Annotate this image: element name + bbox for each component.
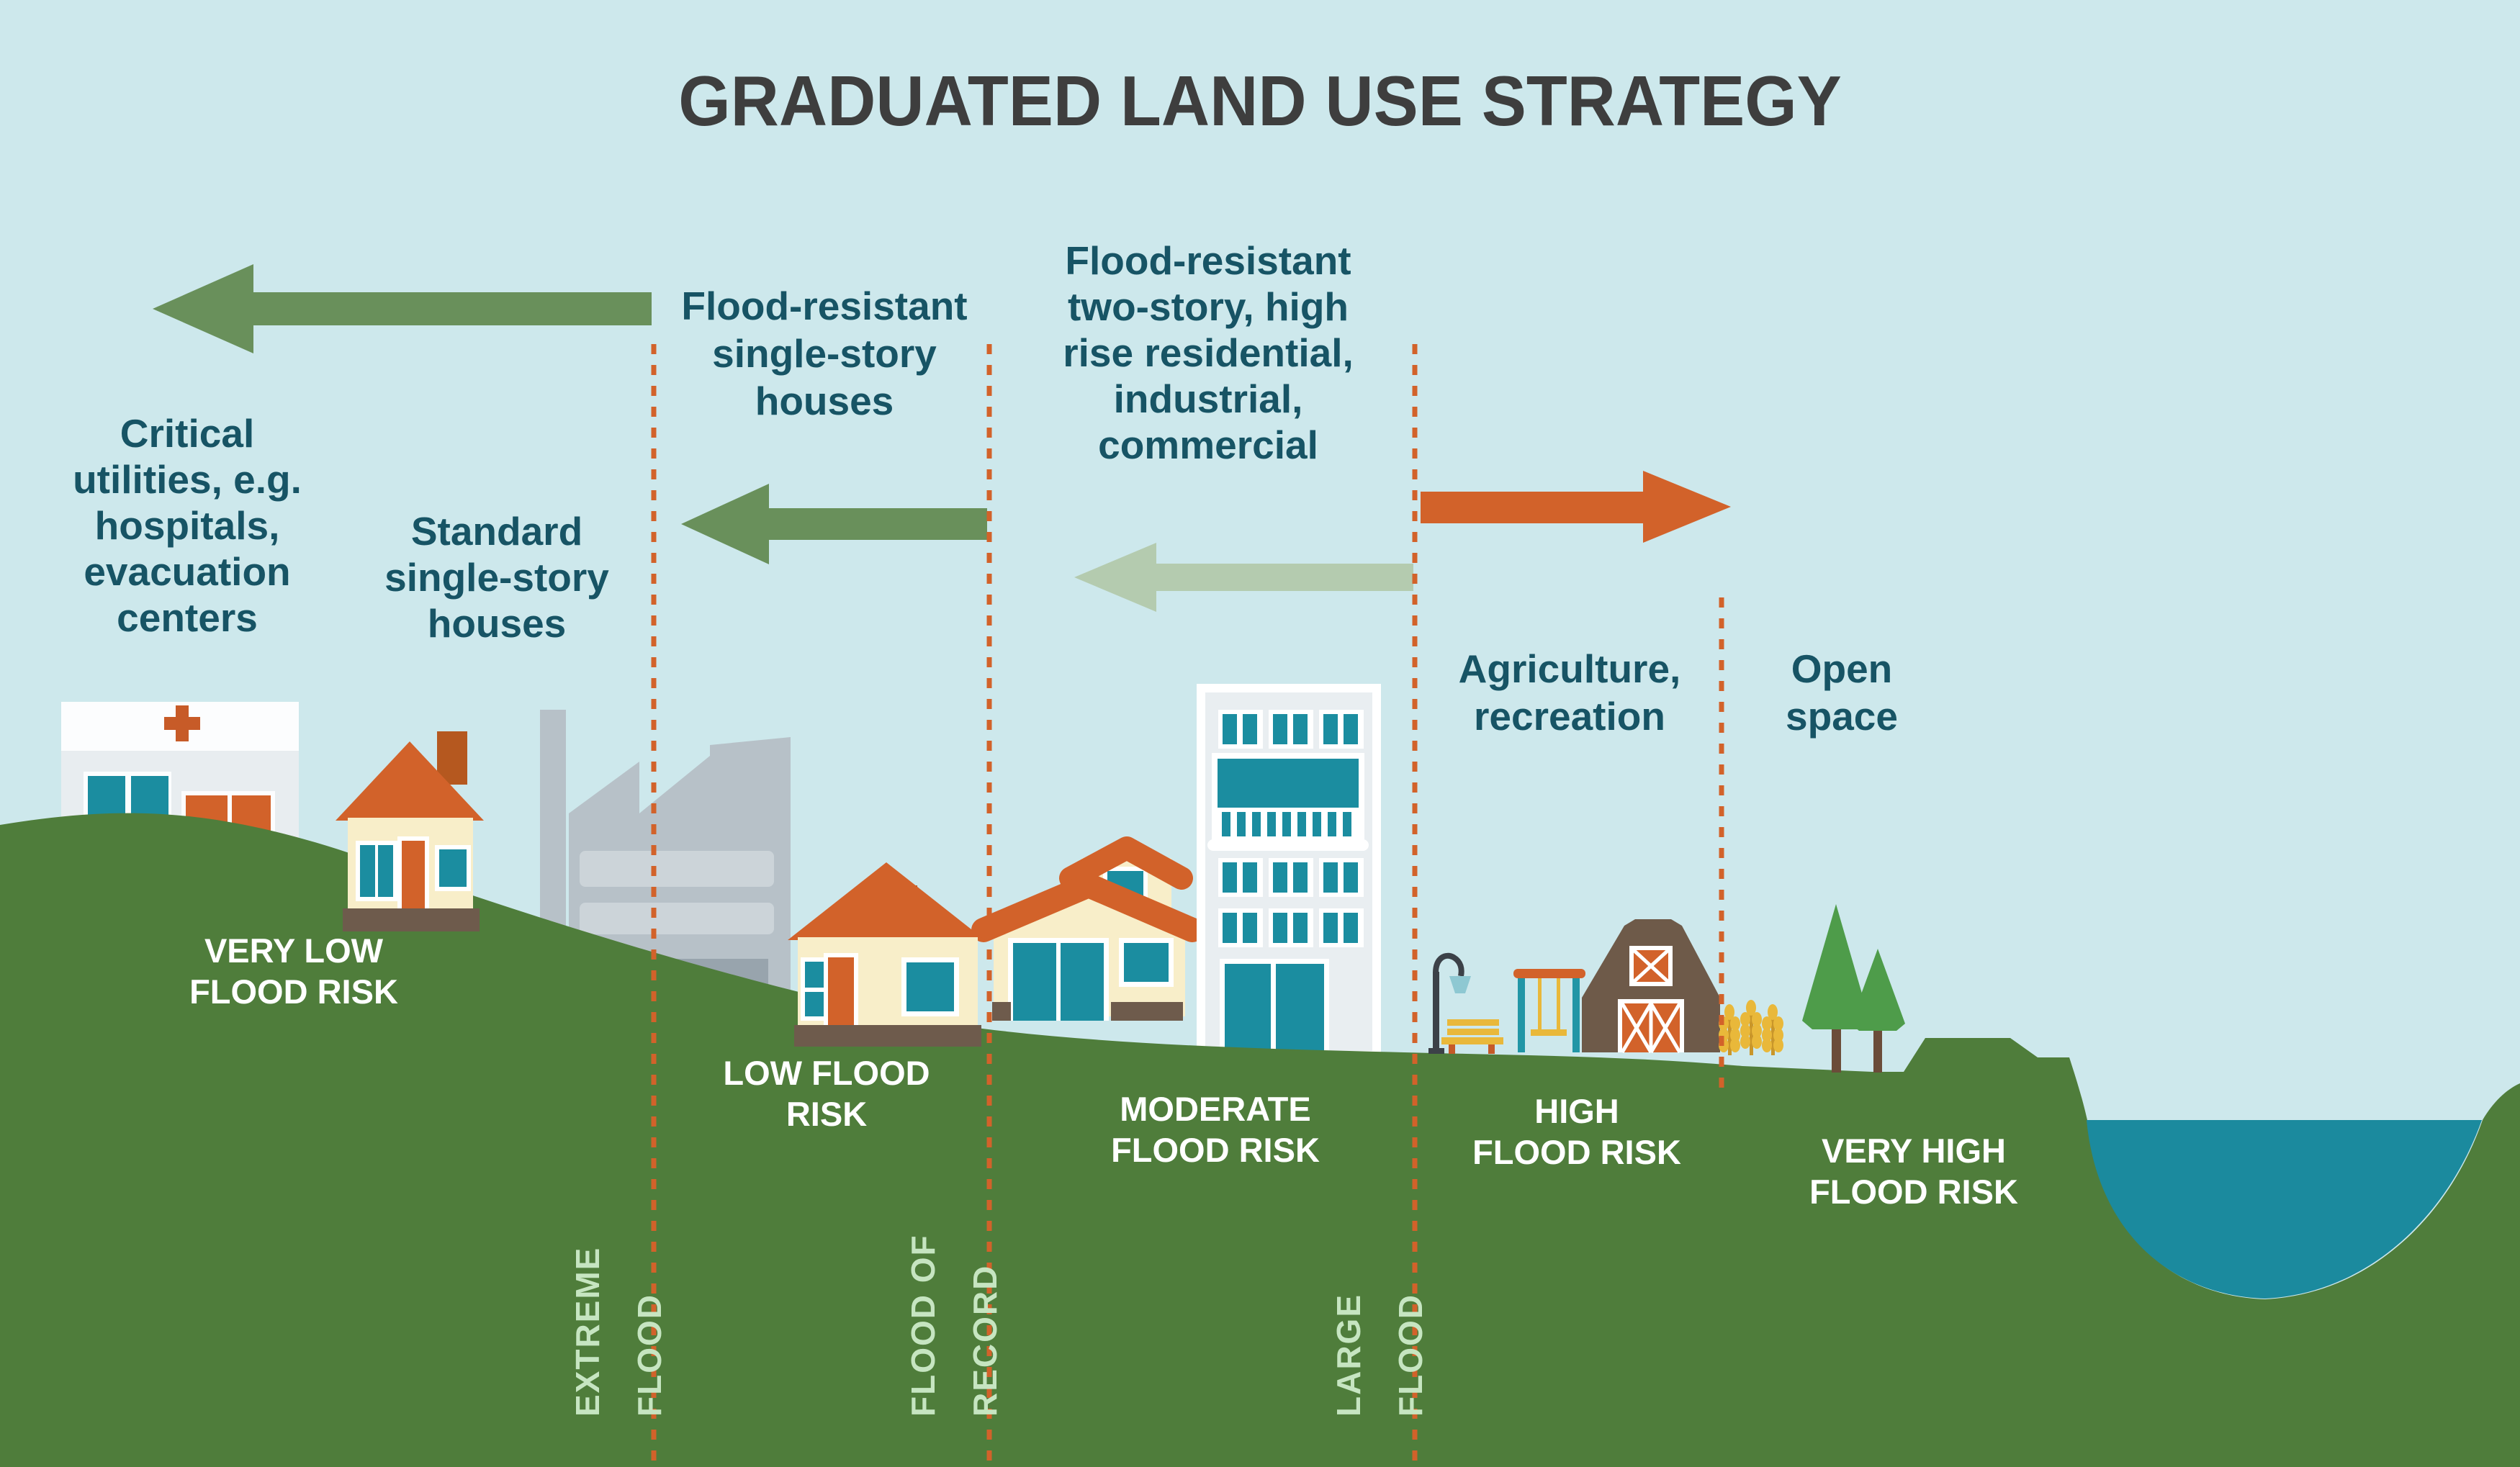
bench-icon (1441, 1019, 1503, 1054)
barn-icon (1582, 919, 1720, 1054)
zone-label-flood-resistant-single: Flood-resistant single-story houses (681, 284, 968, 423)
zone-label-flood-resistant-multi: Flood-resistant two-story, high rise res… (1063, 238, 1354, 467)
risk-label-low: LOW FLOOD RISK (723, 1054, 930, 1133)
tree-icon (1802, 904, 1905, 1073)
flood-marker-record: FLOOD OF (904, 1234, 942, 1417)
flood-marker-large: LARGE (1330, 1294, 1367, 1417)
swing-icon (1513, 969, 1585, 1052)
risk-label-high: HIGH FLOOD RISK (1472, 1092, 1681, 1171)
flood-marker-large-flood: FLOOD (1392, 1294, 1429, 1417)
street-lamp-icon (1428, 952, 1471, 1054)
high-rise-icon (1197, 684, 1381, 1060)
risk-label-moderate: MODERATE FLOOD RISK (1111, 1090, 1320, 1169)
flood-marker-extreme-flood: FLOOD (631, 1294, 668, 1417)
left-arrow-icon (153, 264, 652, 353)
flood-marker-extreme: EXTREME (569, 1246, 606, 1417)
zone-label-critical-utilities: Critical utilities, e.g. hospitals, evac… (73, 411, 302, 640)
zone-label-agriculture: Agriculture, recreation (1458, 646, 1681, 739)
left-arrow-icon (681, 484, 987, 564)
left-arrow-icon (1074, 543, 1413, 612)
small-house-icon (788, 862, 985, 1047)
right-arrow-icon (1421, 471, 1731, 543)
risk-label-very-low: VERY LOW FLOOD RISK (189, 931, 398, 1011)
risk-label-very-high: VERY HIGH FLOOD RISK (1809, 1132, 2018, 1211)
wheat-icon (1719, 1000, 1783, 1055)
green-hill (0, 813, 2520, 1467)
river-water (2087, 1120, 2482, 1299)
page-title: GRADUATED LAND USE STRATEGY (678, 61, 1842, 140)
standard-house-icon (336, 731, 484, 931)
zone-label-open-space: Open space (1786, 646, 1898, 739)
flood-resistant-house-icon (971, 836, 1205, 1021)
flood-marker-record-flood: RECORD (966, 1264, 1004, 1417)
zone-label-standard-houses: Standard single-story houses (384, 509, 609, 646)
